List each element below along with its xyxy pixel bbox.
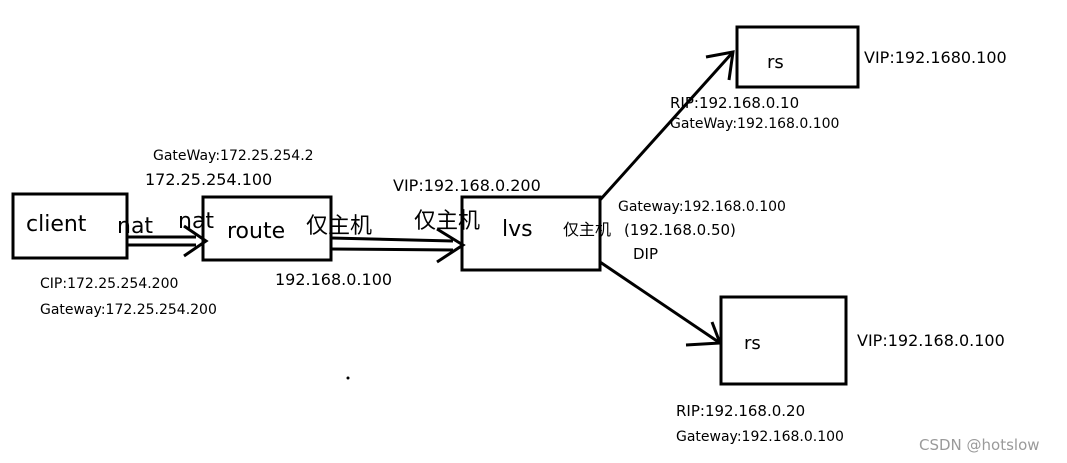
- rs-top-rip-text: RIP:192.168.0.10: [670, 94, 800, 112]
- route-ip-text: 172.25.254.100: [145, 170, 273, 189]
- route-inner-ip-text: 192.168.0.100: [275, 270, 393, 289]
- lvs-dip-text: DIP: [633, 245, 659, 263]
- client-label: client: [26, 212, 87, 237]
- rs-bottom-box: [719, 295, 848, 386]
- client-cip-text: CIP:172.25.254.200: [40, 276, 179, 292]
- client-route-arrow: [127, 224, 209, 258]
- rs-top-gateway-text: GateWay:192.168.0.100: [670, 116, 840, 132]
- route-gateway-text: GateWay:172.25.254.2: [153, 148, 314, 164]
- rs-top-vip-text: VIP:192.1680.100: [864, 48, 1007, 67]
- route-label: route: [227, 219, 286, 244]
- rs-bottom-label: rs: [744, 333, 761, 354]
- lvs-box: [460, 195, 602, 272]
- stray-dot: [346, 376, 350, 380]
- lvs-vip-text: VIP:192.168.0.200: [393, 176, 541, 195]
- host-only-lvs-label: 仅主机: [563, 220, 612, 239]
- nat-label-left: nat: [117, 214, 154, 239]
- lvs-rs-bottom-arrow: [599, 260, 723, 347]
- host-only-link-label: 仅主机: [414, 209, 481, 234]
- nat-label-right: nat: [178, 209, 215, 234]
- rs-bottom-rip-text: RIP:192.168.0.20: [676, 402, 806, 420]
- rs-bottom-gateway-text: Gateway:192.168.0.100: [676, 429, 844, 445]
- host-only-route-label: 仅主机: [306, 214, 373, 239]
- client-gateway-text: Gateway:172.25.254.200: [40, 302, 217, 318]
- client-box: [11, 192, 129, 260]
- rs-top-label: rs: [767, 52, 784, 73]
- lvs-label: lvs: [502, 217, 533, 242]
- lvs-rs-top-arrow: [598, 50, 735, 202]
- lvs-dip-ip-text: (192.168.0.50): [624, 221, 736, 239]
- lvs-gateway-text: Gateway:192.168.0.100: [618, 199, 786, 215]
- route-lvs-arrow: [330, 227, 466, 264]
- rs-bottom-vip-text: VIP:192.168.0.100: [857, 331, 1005, 350]
- route-box: [201, 195, 333, 262]
- rs-top-box: [735, 25, 860, 89]
- csdn-watermark: CSDN @hotslow: [919, 436, 1040, 454]
